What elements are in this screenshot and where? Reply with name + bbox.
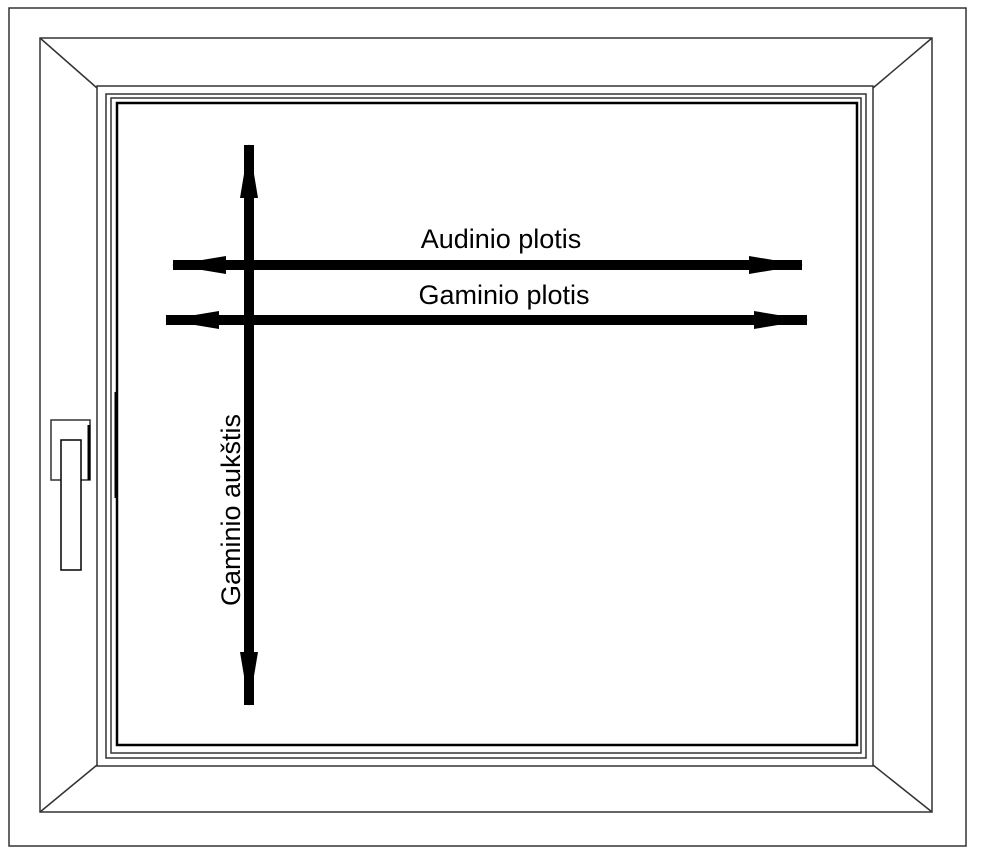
fabric-width-label: Audinio plotis	[421, 224, 582, 254]
window-frame	[8, 7, 967, 847]
window-sash	[96, 85, 874, 767]
product-height-label: Gaminio aukštis	[216, 414, 246, 606]
window-handle	[50, 419, 91, 571]
dimension-arrows	[165, 144, 808, 706]
product-width-label: Gaminio plotis	[418, 280, 589, 310]
